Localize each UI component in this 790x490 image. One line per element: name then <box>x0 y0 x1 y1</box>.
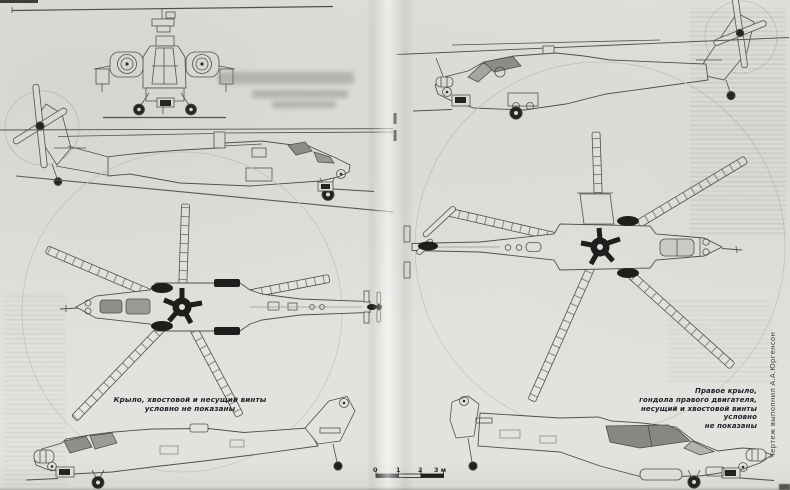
ground-line <box>15 175 394 213</box>
top-plan-view-drawing <box>403 61 786 433</box>
left-side-view-drawing <box>0 83 397 213</box>
canopy-rear <box>63 436 93 454</box>
main-rotor-blade-line <box>11 5 334 13</box>
wheel-right <box>617 268 639 278</box>
tail-rotor-plan <box>416 206 456 255</box>
scale-tick-2: 2 <box>418 466 423 474</box>
wing-pylon-right <box>219 68 234 85</box>
gun-barrel <box>412 108 453 112</box>
canopy-rear <box>483 56 522 73</box>
fuselage-profile <box>107 140 351 187</box>
nose-sensor-ball <box>47 461 57 472</box>
bottom-right-side-view-drawing <box>449 395 775 489</box>
caption-line: Крыло, хвостовой и несущий винты <box>113 395 267 404</box>
tail-rotor-x-blades <box>12 83 68 169</box>
front-canopy <box>151 47 178 85</box>
canopy-front <box>89 432 118 450</box>
page-edge-corner <box>779 484 790 490</box>
caption-line: Правое крыло, <box>694 387 757 395</box>
bottom-plan-view-caption: Крыло, хвостовой и несущий винты условно… <box>90 395 290 413</box>
exhaust-right <box>151 321 173 331</box>
nose-sensor-ball <box>336 169 346 179</box>
chin-sensor <box>160 100 171 106</box>
gun-barrel <box>721 247 743 251</box>
caption-line: несущий и хвостовой винты <box>640 404 757 413</box>
rocket-pod <box>639 468 683 481</box>
front-fuselage <box>142 45 187 89</box>
tail-bumper-wheel <box>53 177 63 186</box>
wing-pylon <box>245 167 273 182</box>
caption-line: условно не показаны <box>144 404 236 413</box>
canopy-front <box>99 299 123 314</box>
canopy-rear <box>605 424 691 449</box>
caption-line: условно <box>723 413 757 422</box>
tail-bumper-wheel <box>726 90 736 101</box>
drawing-credit-vertical: Чертеж выполнил А.А.Юргенсон <box>769 331 777 458</box>
rotor-mast <box>213 131 226 149</box>
caption-line: гондола правого двигателя, <box>639 395 757 404</box>
caption-line: не показаны <box>704 422 757 431</box>
gun-barrel <box>25 477 59 481</box>
front-view-drawing <box>11 5 334 119</box>
canopy-rear <box>125 298 151 315</box>
exhaust-left <box>151 283 173 293</box>
nose-sensor-cylinder <box>33 449 55 464</box>
scale-tick-0: 0 <box>373 466 378 474</box>
scale-tick-3: 3 м <box>434 466 447 474</box>
page-edge-top-left <box>0 0 38 3</box>
right-side-view-drawing <box>396 0 790 120</box>
tail-rotor-disc-circle <box>704 0 778 74</box>
tail-rotor-x-blades <box>713 0 767 69</box>
wing-pylon <box>507 92 539 107</box>
tail-bumper-wheel <box>333 461 343 471</box>
gun-barrel <box>739 477 775 482</box>
wing-pylon-left <box>95 68 110 85</box>
page-edge-bottom <box>0 487 790 490</box>
gun-barrel <box>59 307 79 310</box>
bottom-left-side-view-drawing <box>25 396 356 489</box>
nose-sensor-cylinder <box>435 76 454 88</box>
scale-tick-1: 1 <box>396 466 401 474</box>
fuselage-profile <box>434 52 709 111</box>
main-rotor-hub <box>163 288 203 325</box>
main-rotor-blade-line <box>396 37 790 55</box>
nose-sensor-ball <box>738 462 748 472</box>
nose-sensor-cylinder <box>745 448 767 462</box>
bottom-plan-view-drawing <box>21 151 382 473</box>
canopy-front <box>683 440 716 456</box>
canopy-front <box>313 151 335 164</box>
main-rotor-blade-line <box>0 128 394 131</box>
tail-pylon <box>702 12 755 81</box>
canopy-rear <box>287 141 313 156</box>
gun-barrel <box>332 188 375 193</box>
tail-bumper-wheel <box>468 461 478 471</box>
top-plan-view-caption: Правое крыло, гондола правого двигателя,… <box>600 387 757 431</box>
wheel-left <box>617 216 639 226</box>
main-rotor-hub <box>580 227 621 266</box>
tail-pylon <box>304 396 356 445</box>
nose-sensor-ball <box>442 87 452 97</box>
left-wing-stub <box>579 193 615 225</box>
tail-pylon <box>449 395 480 439</box>
